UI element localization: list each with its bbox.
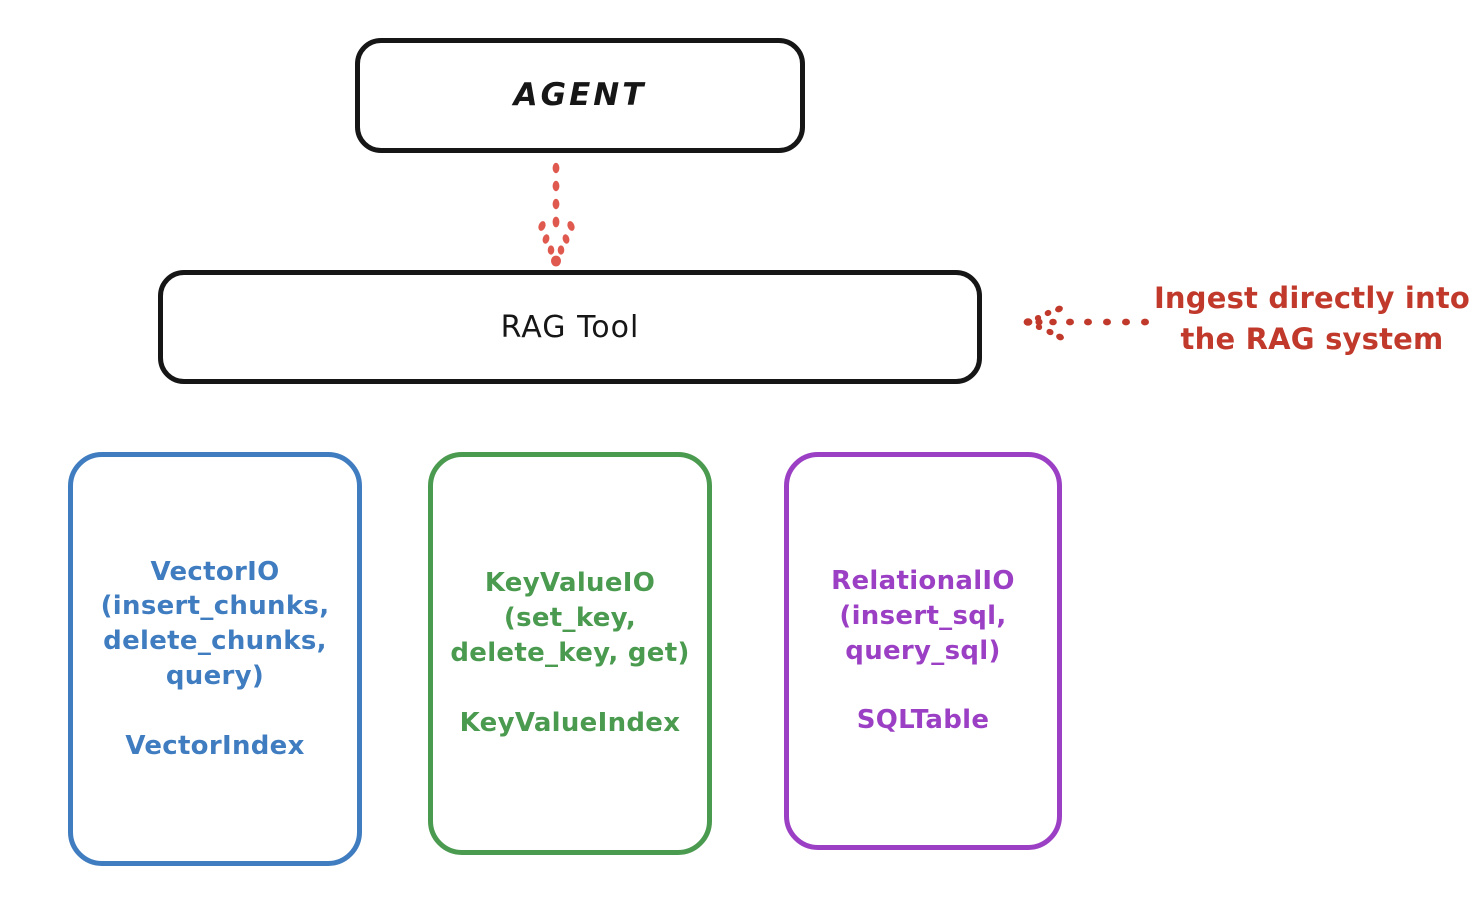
ingest-annotation-text: Ingest directly into the RAG system — [1153, 281, 1471, 357]
node-rag-tool-label: RAG Tool — [500, 309, 640, 345]
node-agent[interactable]: AGENT — [355, 38, 805, 153]
node-relational-io[interactable]: RelationalIO (insert_sql, query_sql) SQL… — [784, 452, 1062, 850]
node-rag-tool[interactable]: RAG Tool — [158, 270, 982, 384]
connector-ingest-pointer — [1023, 305, 1149, 341]
node-vector-io[interactable]: VectorIO (insert_chunks, delete_chunks, … — [68, 452, 362, 866]
node-key-value-io-label: KeyValueIO (set_key, delete_key, get) Ke… — [450, 568, 690, 738]
connector-agent-to-rag-tool — [538, 162, 575, 267]
node-vector-io-label: VectorIO (insert_chunks, delete_chunks, … — [100, 556, 330, 761]
node-agent-label: AGENT — [513, 77, 647, 114]
node-relational-io-label: RelationalIO (insert_sql, query_sql) SQL… — [831, 565, 1015, 736]
node-key-value-io[interactable]: KeyValueIO (set_key, delete_key, get) Ke… — [428, 452, 712, 855]
